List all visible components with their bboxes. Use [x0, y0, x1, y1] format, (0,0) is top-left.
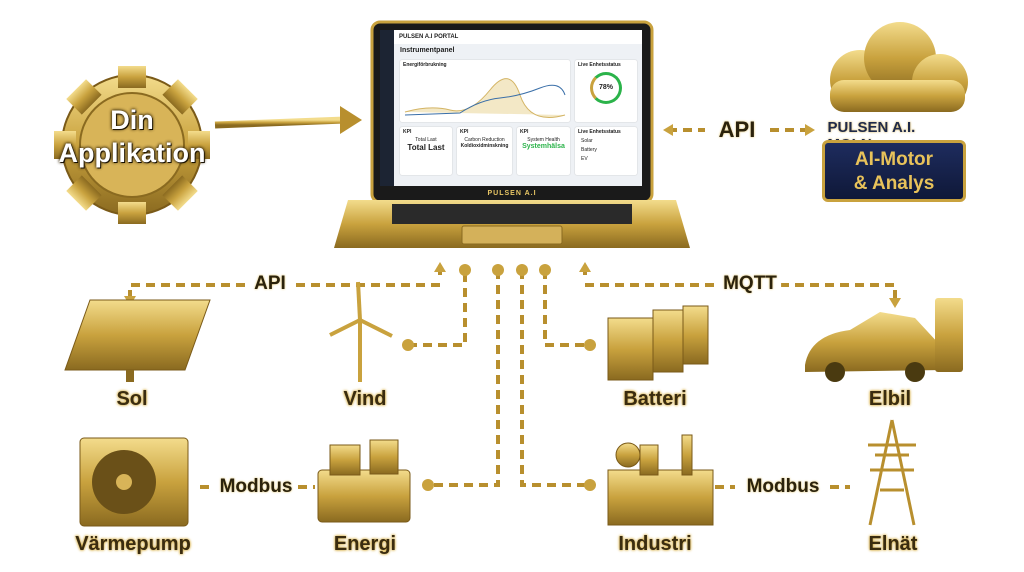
ai-line1: AI-Motor [854, 149, 934, 170]
factory-icon [607, 434, 714, 526]
ai-line2: & Analys [853, 173, 935, 194]
solar-panel-icon [64, 299, 211, 382]
status-title: Live Enhetsstatus [578, 129, 621, 135]
api-label: API [250, 273, 290, 295]
modbus-right-label: Modbus [742, 476, 824, 498]
dashboard-screen: PULSEN A.I PORTAL Instrumentpanel Energi… [380, 30, 642, 186]
status-item: Battery [581, 147, 597, 153]
label-varmepump: Värmepump [75, 533, 191, 555]
kpi-sub: Total Last [415, 137, 437, 143]
gear-icon [54, 66, 210, 224]
app-line1: Din [110, 105, 154, 135]
label-energi: Energi [333, 533, 397, 555]
label-sol: Sol [116, 388, 148, 410]
cloud-icon [830, 22, 968, 112]
kpi-tag: KPI [520, 129, 529, 135]
energy-generator-icon [317, 439, 411, 523]
live-title: Live Enhetsstatus [578, 62, 621, 68]
ai-engine-box: AI-Motor & Analys [822, 140, 966, 202]
page-title: Instrumentpanel [400, 47, 455, 54]
label-industri: Industri [618, 533, 692, 555]
status-item: EV [581, 156, 588, 162]
kpi-value: Koldioxidminskning [460, 143, 509, 149]
sidebar [380, 30, 394, 186]
app-line2: Applikation [58, 138, 206, 168]
gauge: 78% [590, 72, 622, 104]
kpi-value: Systemhälsa [522, 143, 565, 150]
electric-car-icon [805, 298, 963, 382]
mqtt-label: MQTT [719, 273, 781, 295]
live-status-card: Live Enhetsstatus 78% [575, 60, 637, 122]
power-tower-icon [868, 419, 916, 526]
battery-icon [607, 305, 709, 381]
chart-title: Energiförbrukning [403, 62, 447, 68]
kpi-tag: KPI [460, 129, 469, 135]
label-vind: Vind [343, 388, 387, 410]
api-cloud-label: API [714, 117, 760, 143]
laptop-brand: PULSEN A.I [487, 190, 537, 197]
label-elnat: Elnät [868, 533, 918, 555]
kpi-value: Total Last [407, 143, 445, 152]
kpi-tag: KPI [403, 129, 412, 135]
kpi-sub: System Health [527, 137, 560, 143]
wind-turbine-icon [329, 281, 393, 382]
heat-pump-icon [79, 437, 189, 527]
energy-chart-card: Energiförbrukning [400, 60, 570, 122]
modbus-left-label: Modbus [215, 476, 297, 498]
portal-title: PULSEN A.I PORTAL [394, 30, 642, 44]
label-elbil: Elbil [868, 388, 912, 410]
kpi-sub: Carbon Reduction [464, 137, 505, 143]
energy-chart [404, 78, 566, 118]
label-batteri: Batteri [623, 388, 687, 410]
arrow-icon [340, 106, 362, 134]
status-item: Solar [581, 138, 593, 144]
